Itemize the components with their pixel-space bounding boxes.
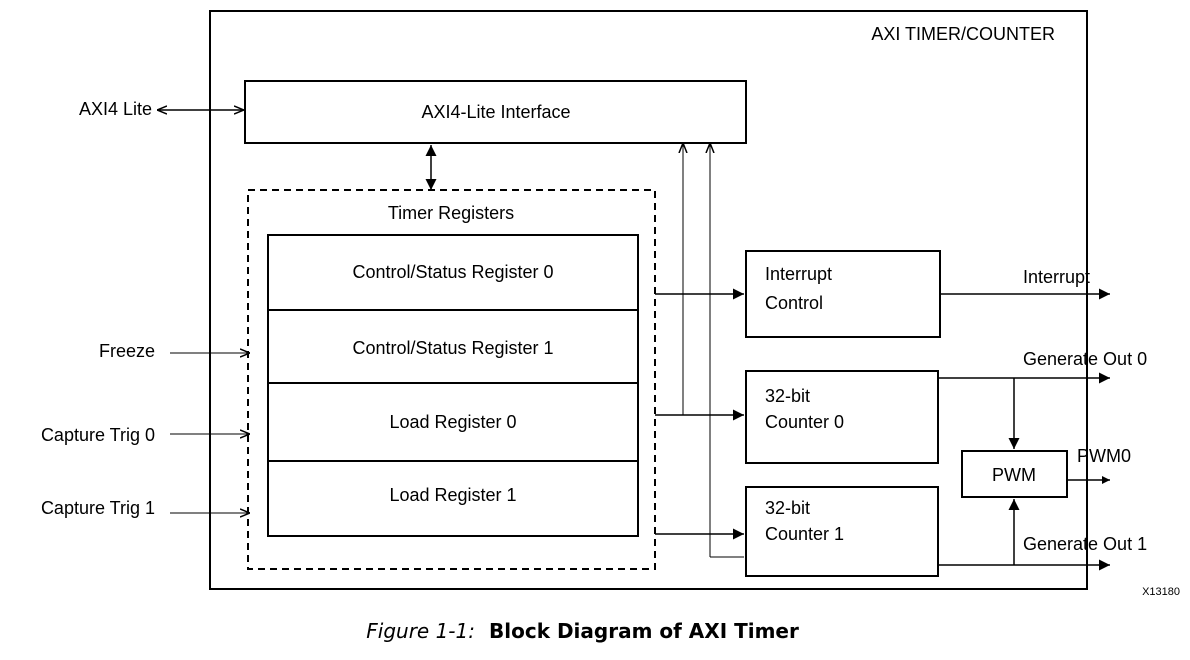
interrupt-control-label-2: Control xyxy=(765,293,823,313)
counter-0-label-2: Counter 0 xyxy=(765,412,844,432)
freeze-label: Freeze xyxy=(99,341,155,361)
interrupt-control-box xyxy=(745,250,941,338)
timer-registers-group xyxy=(247,189,656,570)
counter-0-box xyxy=(745,370,939,464)
counter-1-label-1: 32-bit xyxy=(765,498,810,518)
load-register-0 xyxy=(267,382,639,462)
load-register-1 xyxy=(267,460,639,537)
timer-registers-title: Timer Registers xyxy=(388,203,514,223)
interrupt-control-label-1: Interrupt xyxy=(765,264,832,284)
capture-trig-0-label: Capture Trig 0 xyxy=(41,425,155,445)
figure-title: Block Diagram of AXI Timer xyxy=(489,619,799,643)
outer-title: AXI TIMER/COUNTER xyxy=(871,24,1055,44)
load-register-1-label: Load Register 1 xyxy=(389,485,516,505)
axi4-lite-interface-box xyxy=(244,80,747,144)
axi4-lite-interface-label: AXI4-Lite Interface xyxy=(421,102,570,122)
figure-id: X13180 xyxy=(1142,586,1180,598)
pwm0-output-label: PWM0 xyxy=(1077,446,1131,466)
counter-0-label-1: 32-bit xyxy=(765,386,810,406)
counter-1-label-2: Counter 1 xyxy=(765,524,844,544)
pwm-label: PWM xyxy=(992,465,1036,485)
control-status-register-0-label: Control/Status Register 0 xyxy=(352,262,553,282)
control-status-register-1 xyxy=(267,309,639,384)
load-register-0-label: Load Register 0 xyxy=(389,412,516,432)
capture-trig-1-label: Capture Trig 1 xyxy=(41,498,155,518)
figure-number: Figure 1-1: xyxy=(366,619,475,643)
counter-1-box xyxy=(745,486,939,577)
control-status-register-1-label: Control/Status Register 1 xyxy=(352,338,553,358)
generate-out-0-label: Generate Out 0 xyxy=(1023,349,1147,369)
interrupt-output-label: Interrupt xyxy=(1023,267,1090,287)
pwm-box xyxy=(961,450,1068,498)
axi4-lite-external-label: AXI4 Lite xyxy=(79,99,152,119)
control-status-register-0 xyxy=(267,234,639,311)
generate-out-1-label: Generate Out 1 xyxy=(1023,534,1147,554)
